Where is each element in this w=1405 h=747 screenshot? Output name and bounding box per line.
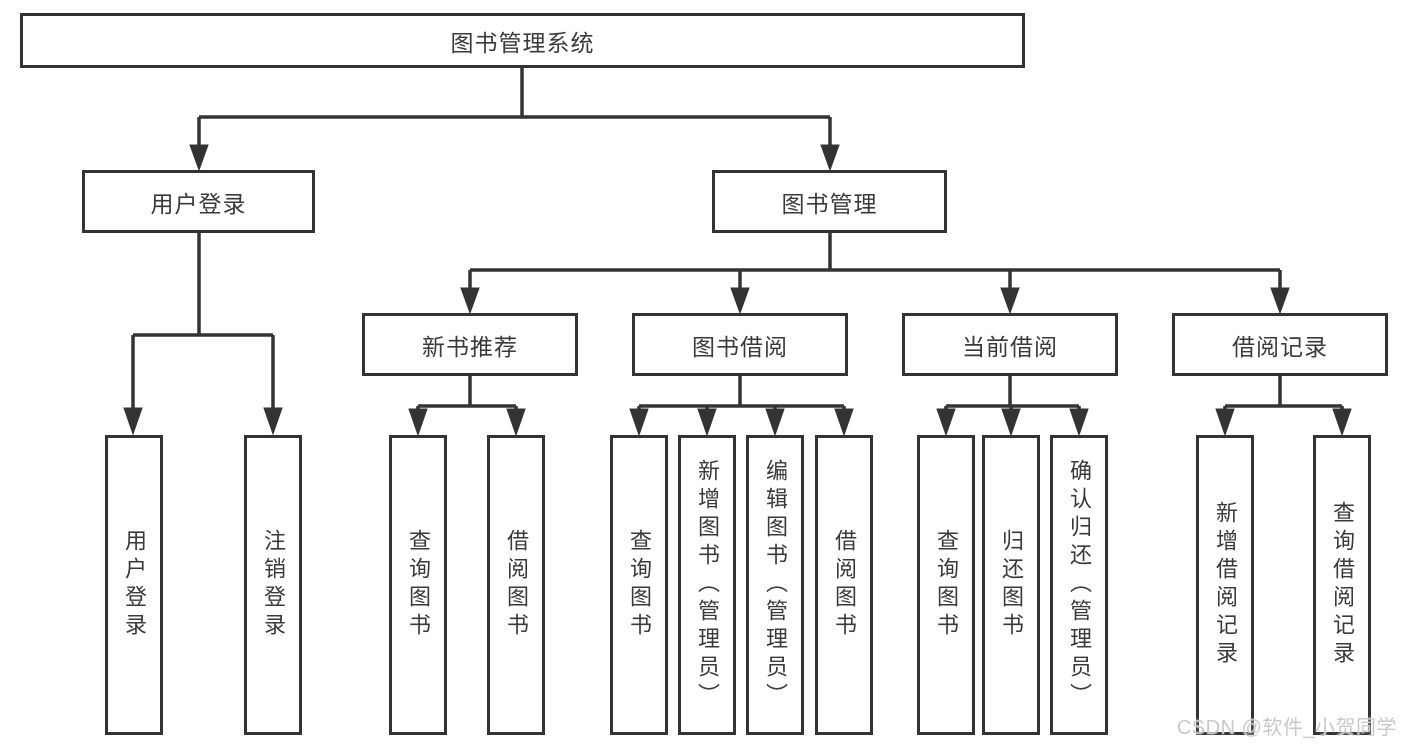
leaf-add-books-admin-label: 新增图书（管理员）: [695, 459, 720, 711]
node-current-borrowing: 当前借阅: [902, 313, 1118, 376]
leaf-confirm-return-admin: 确认归还（管理员）: [1050, 435, 1108, 735]
arrowhead: [629, 408, 649, 437]
leaf-borrow-books-2-label: 借阅图书: [832, 529, 857, 641]
arrowhead: [263, 407, 283, 436]
leaf-query-books-3-label: 查询图书: [934, 529, 959, 641]
leaf-logout-label: 注销登录: [261, 529, 286, 641]
arrowhead: [1332, 408, 1352, 437]
leaf-query-borrow-record: 查询借阅记录: [1313, 435, 1371, 735]
node-book-borrowing: 图书借阅: [632, 313, 848, 376]
arrowhead: [1069, 408, 1089, 437]
arrowhead: [1215, 408, 1235, 437]
arrowhead: [1001, 408, 1021, 437]
csdn-watermark: CSDN @软件_小贺同学: [1176, 717, 1397, 739]
leaf-logout: 注销登录: [244, 435, 302, 735]
leaf-query-books-3: 查询图书: [917, 435, 975, 735]
arrowhead: [765, 408, 785, 437]
arrowhead: [1270, 287, 1290, 315]
leaf-query-books-2-label: 查询图书: [627, 529, 652, 641]
leaf-add-borrow-record-label: 新增借阅记录: [1213, 501, 1238, 669]
node-new-book-recommend-label: 新书推荐: [422, 333, 518, 360]
arrowhead: [1000, 287, 1020, 315]
leaf-query-books-2: 查询图书: [610, 435, 668, 735]
node-current-borrowing-label: 当前借阅: [962, 333, 1058, 360]
arrowhead: [123, 407, 143, 436]
leaf-confirm-return-admin-label: 确认归还（管理员）: [1067, 459, 1092, 711]
leaf-edit-books-admin: 编辑图书（管理员）: [746, 435, 804, 735]
arrowhead: [834, 408, 854, 437]
arrowhead: [506, 408, 526, 437]
node-book-management-label: 图书管理: [781, 190, 878, 217]
leaf-return-books: 归还图书: [982, 435, 1040, 735]
node-user-login-label: 用户登录: [150, 190, 247, 217]
leaf-add-books-admin: 新增图书（管理员）: [678, 435, 736, 735]
leaf-query-books-1: 查询图书: [389, 435, 447, 735]
arrowhead: [697, 408, 717, 437]
arrowhead: [936, 408, 956, 437]
node-book-management: 图书管理: [712, 170, 947, 233]
node-root-label: 图书管理系统: [450, 29, 595, 56]
node-user-login: 用户登录: [82, 170, 315, 233]
leaf-borrow-books-1-label: 借阅图书: [504, 529, 529, 641]
leaf-borrow-books-1: 借阅图书: [487, 435, 545, 735]
leaf-query-borrow-record-label: 查询借阅记录: [1330, 501, 1355, 669]
leaf-add-borrow-record: 新增借阅记录: [1196, 435, 1254, 735]
leaf-edit-books-admin-label: 编辑图书（管理员）: [763, 459, 788, 711]
node-new-book-recommend: 新书推荐: [362, 313, 578, 376]
arrowhead: [730, 287, 750, 315]
node-book-borrowing-label: 图书借阅: [692, 333, 788, 360]
leaf-user-login: 用户登录: [105, 435, 163, 735]
arrowhead: [460, 287, 480, 315]
node-root-system: 图书管理系统: [20, 13, 1025, 68]
arrowhead: [408, 408, 428, 437]
leaf-user-login-label: 用户登录: [122, 529, 147, 641]
leaf-borrow-books-2: 借阅图书: [815, 435, 873, 735]
arrowhead: [189, 144, 209, 172]
leaf-query-books-1-label: 查询图书: [406, 529, 431, 641]
leaf-return-books-label: 归还图书: [999, 529, 1024, 641]
arrowhead: [820, 144, 840, 172]
node-borrow-records: 借阅记录: [1172, 313, 1388, 376]
node-borrow-records-label: 借阅记录: [1232, 333, 1328, 360]
